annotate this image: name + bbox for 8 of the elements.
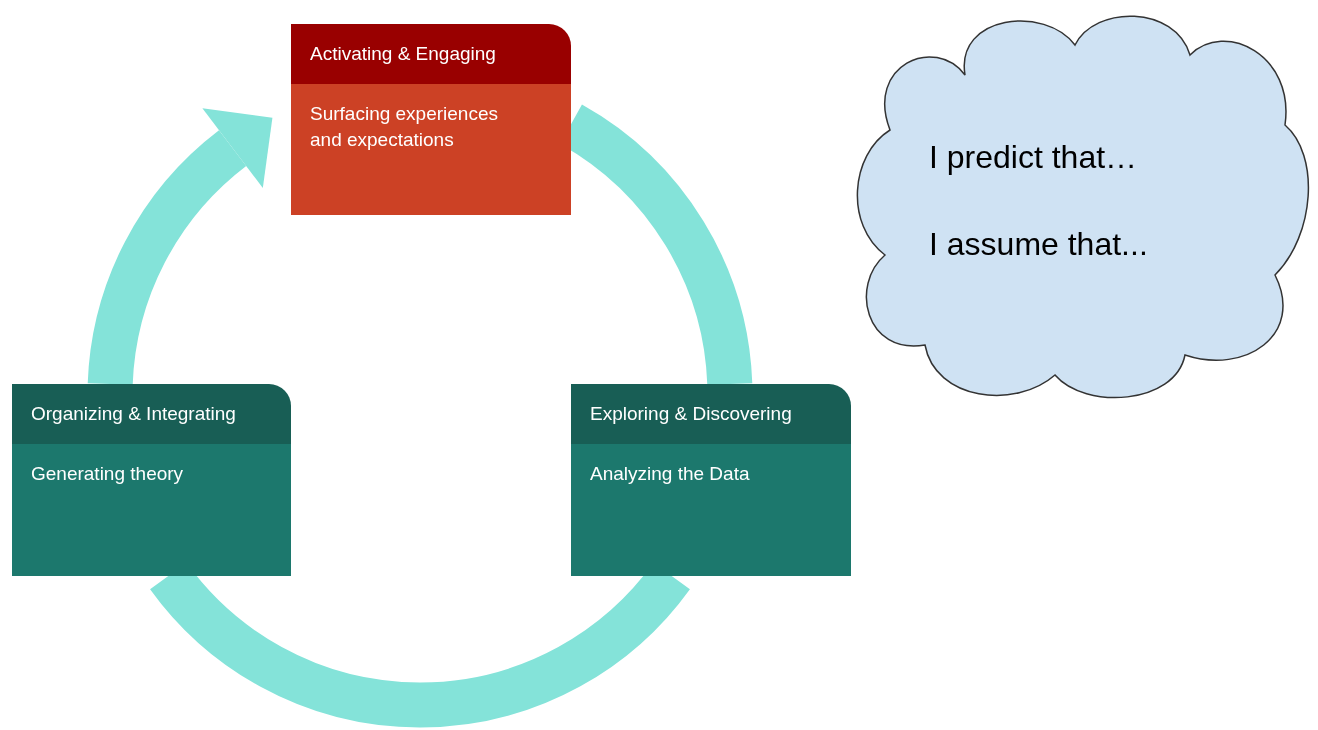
stage-header: Activating & Engaging (291, 24, 571, 84)
stage-body: Generating theory (12, 444, 291, 576)
thought-text: I assume that... (929, 225, 1148, 264)
thought-text: I predict that… (929, 138, 1138, 177)
stage-header: Exploring & Discovering (571, 384, 851, 444)
stage-body: Analyzing the Data (571, 444, 851, 576)
stage-body: Surfacing experiences and expectations (291, 84, 571, 215)
stage-header: Organizing & Integrating (12, 384, 291, 444)
